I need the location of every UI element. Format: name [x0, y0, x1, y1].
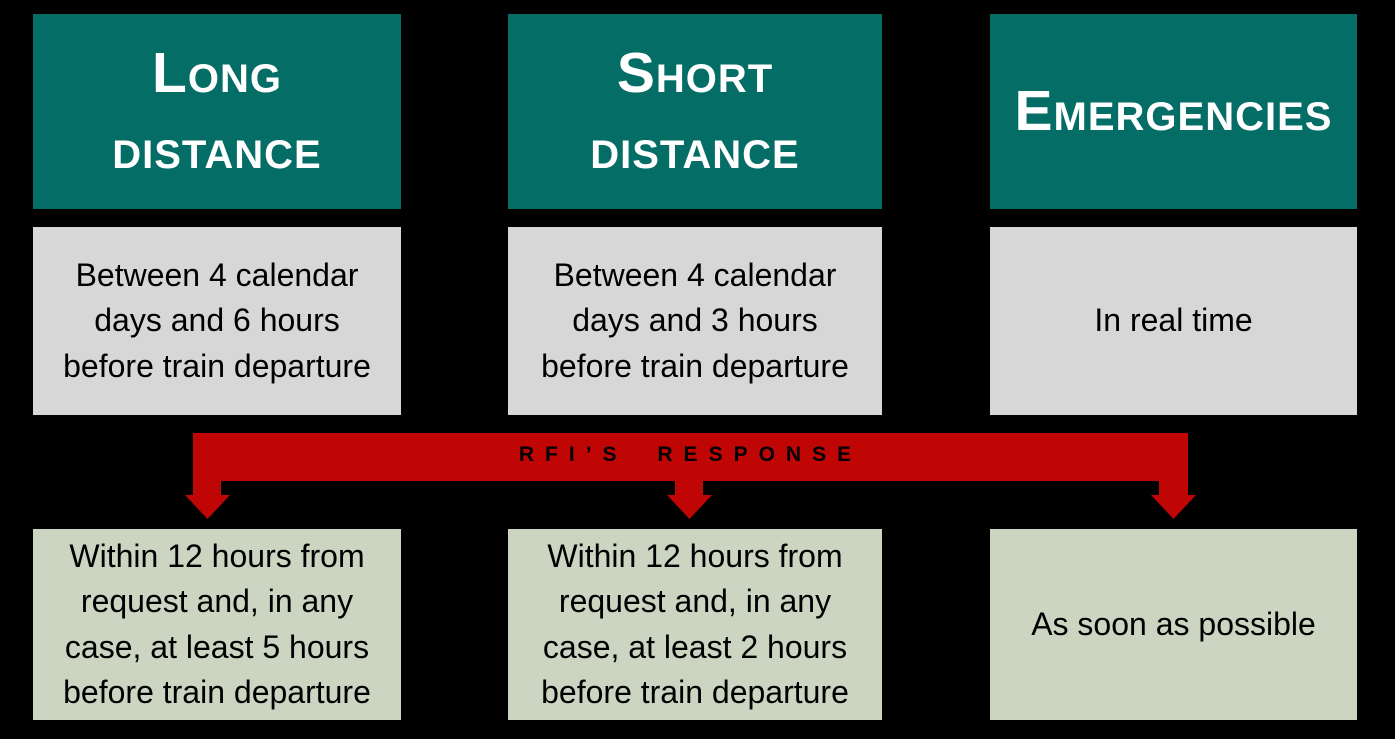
request-window-long-distance: Between 4 calendar days and 6 hours befo…	[33, 227, 401, 415]
header-emergencies: Emergencies	[990, 14, 1357, 209]
response-time-long-distance: Within 12 hours from request and, in any…	[33, 529, 401, 720]
header-long-distance: Long distance	[33, 14, 401, 209]
header-short-distance: Short distance	[508, 14, 882, 209]
rfi-response-label: RFI’S RESPONSE	[518, 443, 863, 466]
down-arrows-ribbon-icon	[185, 433, 1196, 519]
request-window-emergencies: In real time	[990, 227, 1357, 415]
rfi-response-arrow-banner: RFI’S RESPONSE	[185, 433, 1196, 519]
request-window-short-distance: Between 4 calendar days and 3 hours befo…	[508, 227, 882, 415]
response-time-emergencies: As soon as possible	[990, 529, 1357, 720]
response-time-short-distance: Within 12 hours from request and, in any…	[508, 529, 882, 720]
